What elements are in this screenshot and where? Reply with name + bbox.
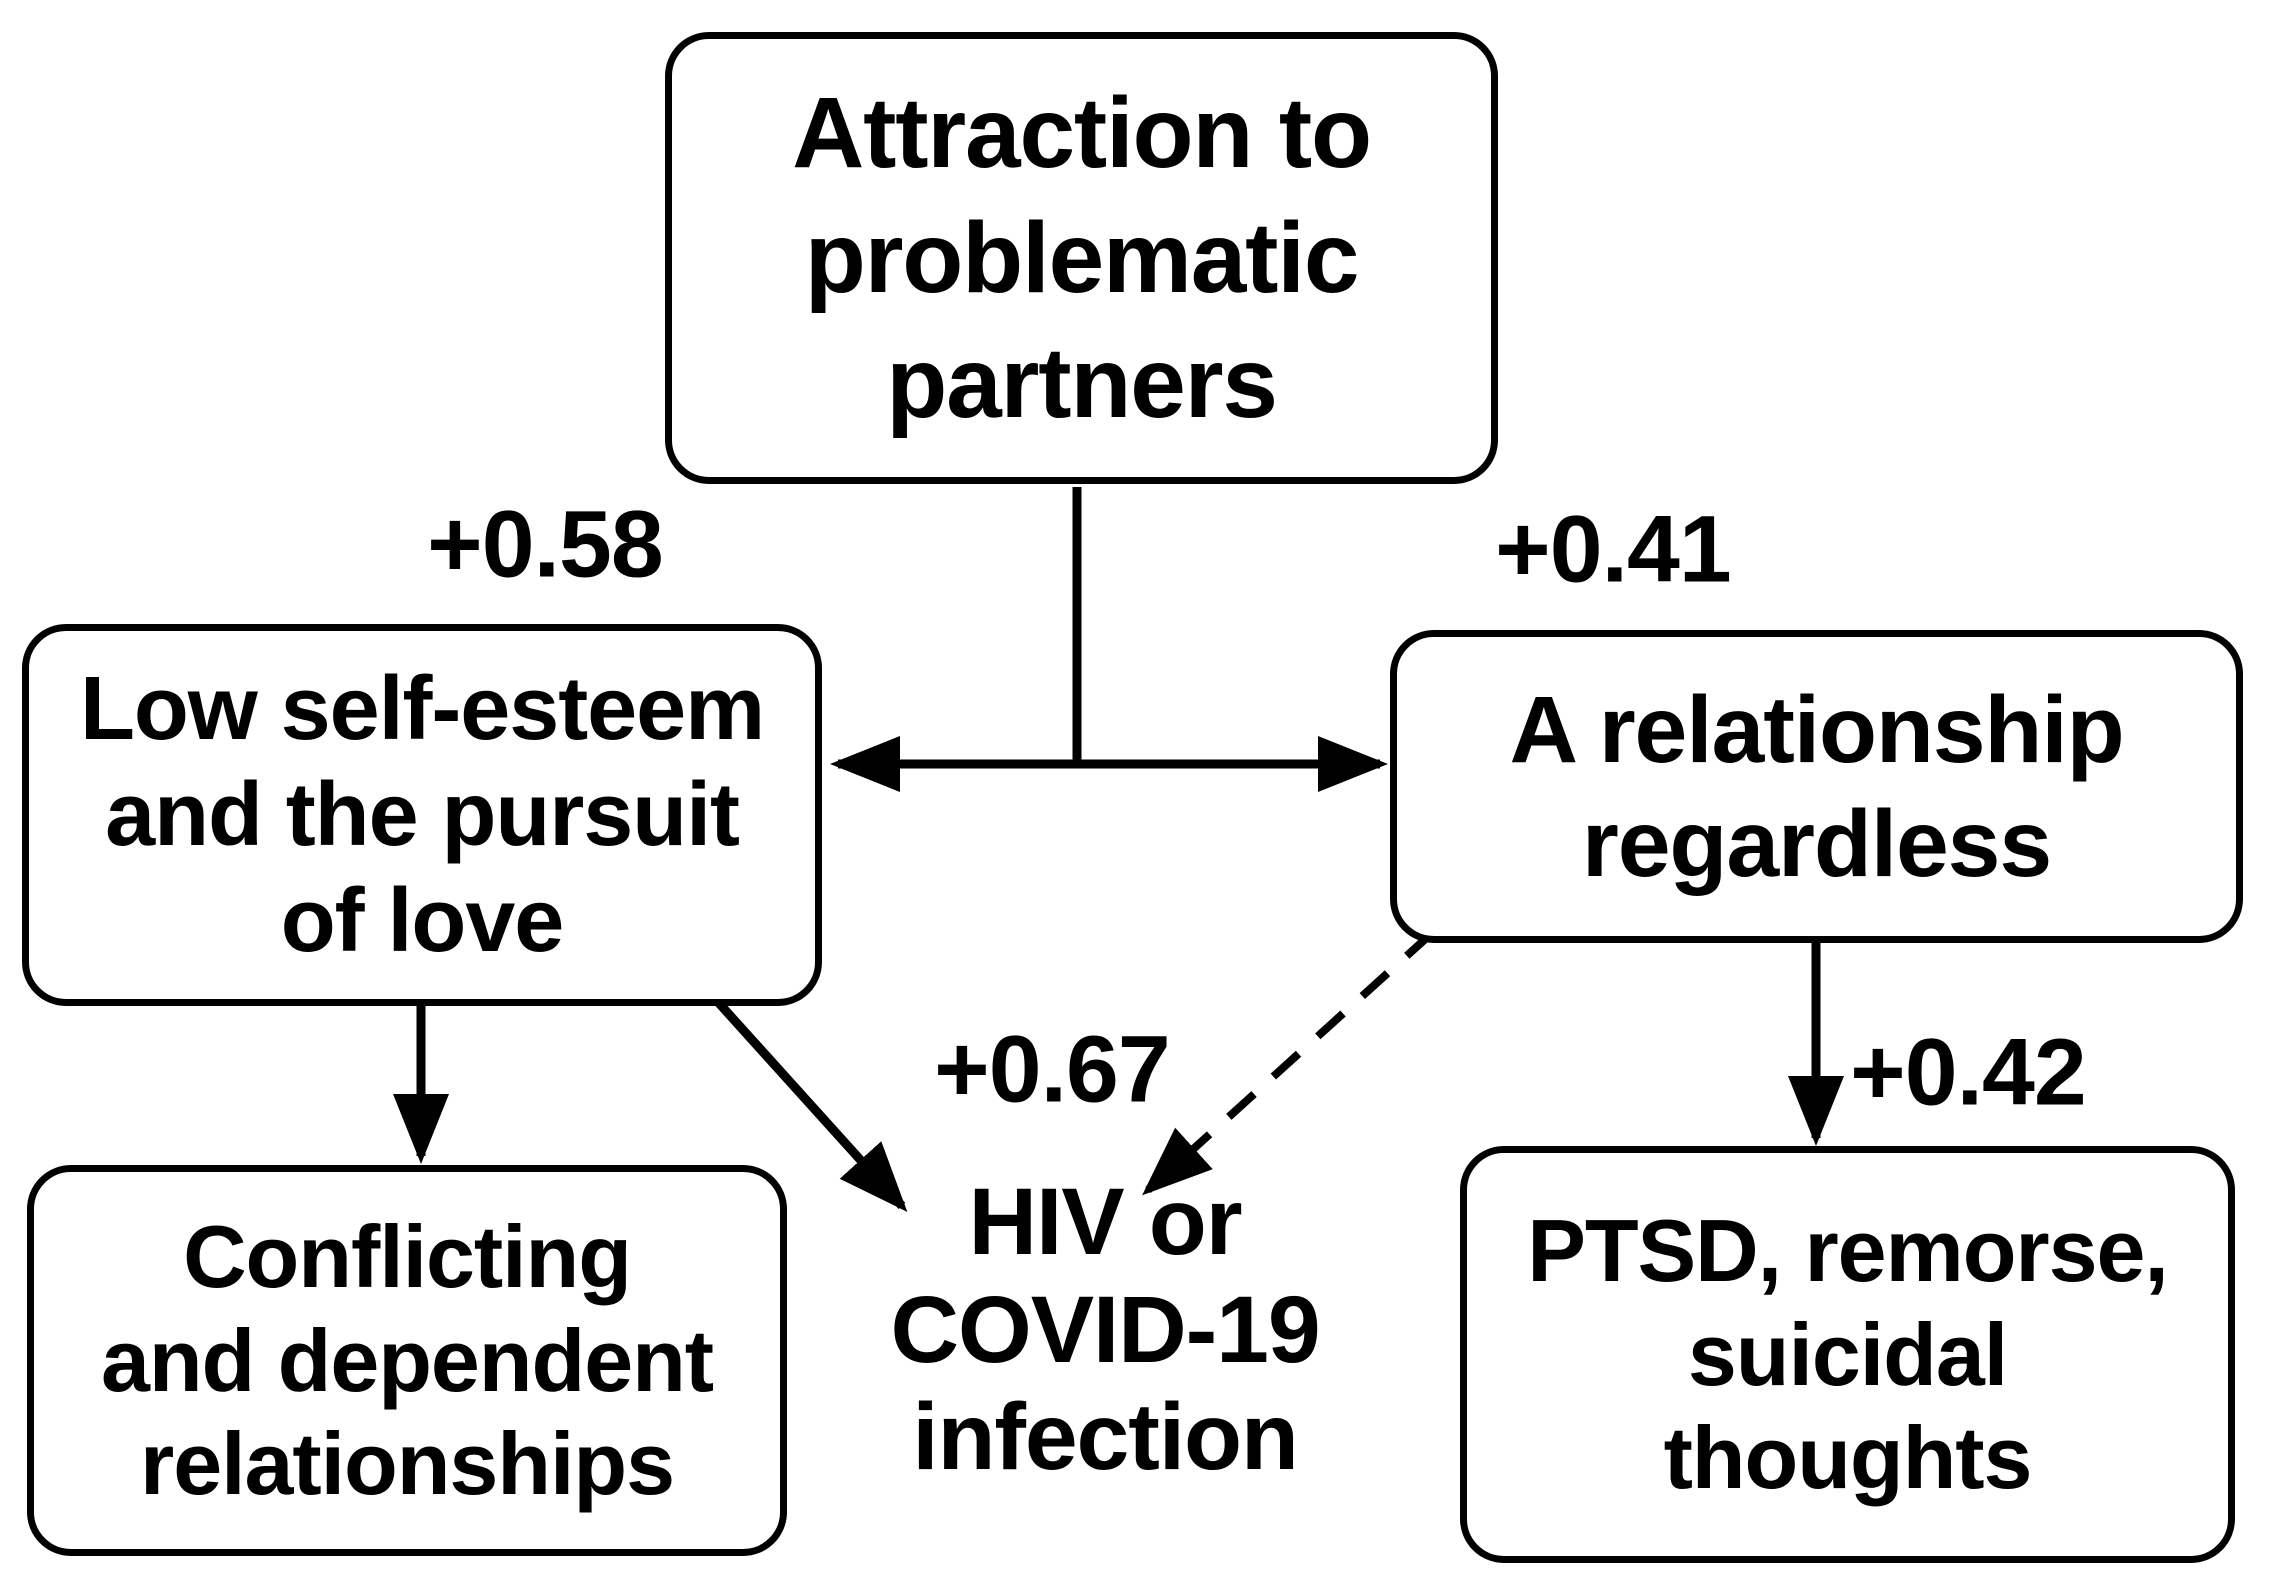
node-attraction-to-problematic-partners: Attraction to problematic partners (665, 32, 1498, 484)
node-text-line: infection (912, 1384, 1299, 1491)
node-text-line: problematic (804, 201, 1360, 314)
node-text-line: and the pursuit (105, 764, 740, 865)
node-text-line: thoughts (1663, 1408, 2033, 1508)
coefficient-attraction-to-low-self-esteem: +0.58 (427, 491, 664, 598)
node-text-line: regardless (1581, 790, 2052, 897)
node-text-line: relationships (140, 1414, 675, 1514)
node-text-line: A relationship (1509, 676, 2125, 783)
node-text-line: and dependent (100, 1310, 714, 1410)
node-conflicting-dependent-relationships: Conflicting and dependent relationships (27, 1165, 787, 1556)
node-text-line: of love (280, 871, 565, 972)
coefficient-attraction-to-relationship: +0.41 (1495, 496, 1732, 603)
coefficient-to-infection: +0.67 (934, 1016, 1171, 1123)
node-ptsd-remorse-suicidal-thoughts: PTSD, remorse, suicidal thoughts (1460, 1146, 2235, 1563)
node-text-line: COVID-19 (890, 1276, 1320, 1383)
node-text-line: HIV or (968, 1169, 1243, 1276)
node-hiv-or-covid-19-infection: HIV or COVID-19 infection (850, 1158, 1360, 1503)
node-text-line: Conflicting (183, 1206, 632, 1306)
node-text-line: suicidal (1687, 1304, 2008, 1404)
node-a-relationship-regardless: A relationship regardless (1390, 630, 2243, 943)
node-text-line: PTSD, remorse, (1527, 1200, 2169, 1300)
node-text-line: Attraction to (792, 76, 1372, 189)
node-low-self-esteem: Low self-esteem and the pursuit of love (22, 624, 822, 1006)
node-text-line: partners (886, 326, 1278, 439)
coefficient-relationship-to-ptsd: +0.42 (1850, 1019, 2087, 1126)
node-text-line: Low self-esteem (79, 658, 765, 759)
edge-relationship-to-infection-dashed (1142, 930, 1435, 1196)
